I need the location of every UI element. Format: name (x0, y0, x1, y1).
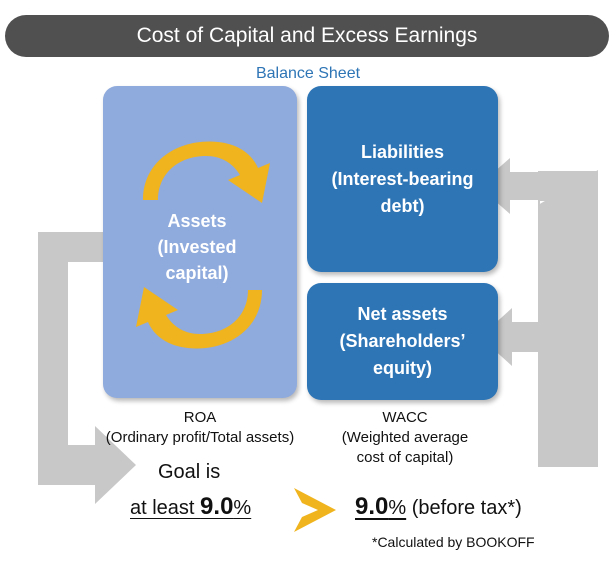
roa-target-unit: % (233, 497, 252, 519)
roa-target-prefix: at least (130, 497, 201, 519)
roa-target-value: 9.0 (200, 493, 234, 520)
roa-caption: ROA (Ordinary profit/Total assets) (105, 409, 295, 446)
title-bar: Cost of Capital and Excess Earnings (5, 15, 609, 57)
goal-text: Goal is (158, 461, 221, 483)
diagram-title: Cost of Capital and Excess Earnings (136, 24, 478, 47)
wacc-value-suffix: (before tax*) (406, 497, 522, 519)
arrow-to-net-assets (480, 308, 568, 366)
right-bracket-shape (538, 171, 598, 467)
left-connector-arrow (38, 232, 136, 504)
roa-target: at least 9.0% (130, 493, 251, 521)
net-assets-box: Net assets (Shareholders’ equity) (307, 283, 498, 400)
assets-label: Assets (Invested capital) (157, 211, 237, 283)
wacc-caption: WACC (Weighted average cost of capital) (341, 409, 469, 466)
balance-sheet-label: Balance Sheet (255, 65, 361, 82)
footnote: *Calculated by BOOKOFF (372, 534, 535, 550)
wacc-value-unit: % (388, 497, 407, 519)
wacc-value: 9.0% (before tax*) (355, 493, 522, 521)
net-assets-label: Net assets (Shareholders’ equity) (339, 304, 466, 378)
liabilities-box: Liabilities (Interest-bearing debt) (307, 86, 498, 272)
wacc-value-number: 9.0 (355, 493, 389, 520)
liabilities-label: Liabilities (Interest-bearing debt) (331, 141, 474, 216)
